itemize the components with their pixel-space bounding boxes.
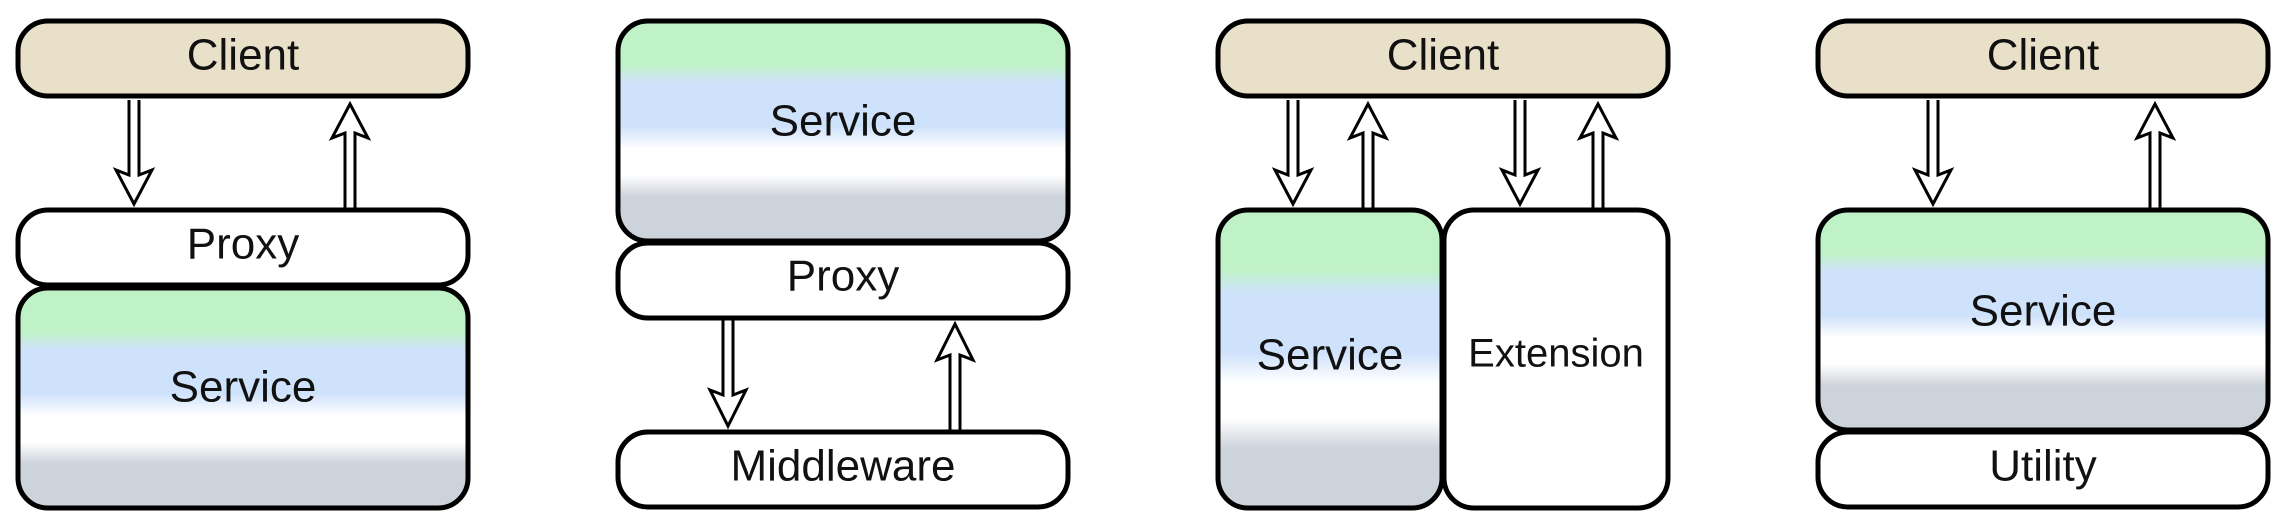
up-arrow — [1346, 100, 1390, 208]
service-label: Service — [770, 97, 917, 146]
client-label: Client — [187, 31, 300, 80]
proxy-label: Proxy — [187, 220, 299, 269]
middleware-box — [615, 429, 1071, 510]
down-arrow — [1911, 100, 1955, 208]
extension-label: Extension — [1468, 332, 1644, 376]
up-arrow — [328, 100, 372, 208]
up-arrow — [1576, 100, 1620, 208]
service-box — [15, 285, 471, 511]
down-arrow — [706, 320, 750, 430]
utility-label: Utility — [1989, 442, 2097, 491]
service-label: Service — [1257, 331, 1404, 380]
service-label: Service — [170, 363, 317, 412]
client-box — [1815, 18, 2271, 99]
proxy-box — [615, 240, 1071, 321]
up-arrow — [2133, 100, 2177, 208]
service-label: Service — [1970, 287, 2117, 336]
down-arrow — [112, 100, 156, 208]
utility-box — [1815, 429, 2271, 510]
down-arrow — [1498, 100, 1542, 208]
proxy-box — [15, 207, 471, 288]
client-box — [1215, 18, 1671, 99]
diagram-client-service-extension: Client Service Extension — [1215, 18, 1671, 511]
middleware-label: Middleware — [731, 442, 956, 491]
down-arrow — [1271, 100, 1315, 208]
diagram-service-proxy-middleware: Service Proxy Middleware — [615, 18, 1071, 510]
up-arrow — [933, 320, 977, 430]
client-label: Client — [1987, 31, 2100, 80]
diagram-client-service-utility: Client Service Utility — [1815, 18, 2271, 510]
proxy-label: Proxy — [787, 252, 899, 301]
client-label: Client — [1387, 31, 1500, 80]
client-box — [15, 18, 471, 99]
extension-box — [1441, 207, 1671, 511]
diagram-client-proxy-service: Client Proxy Service — [15, 18, 471, 511]
